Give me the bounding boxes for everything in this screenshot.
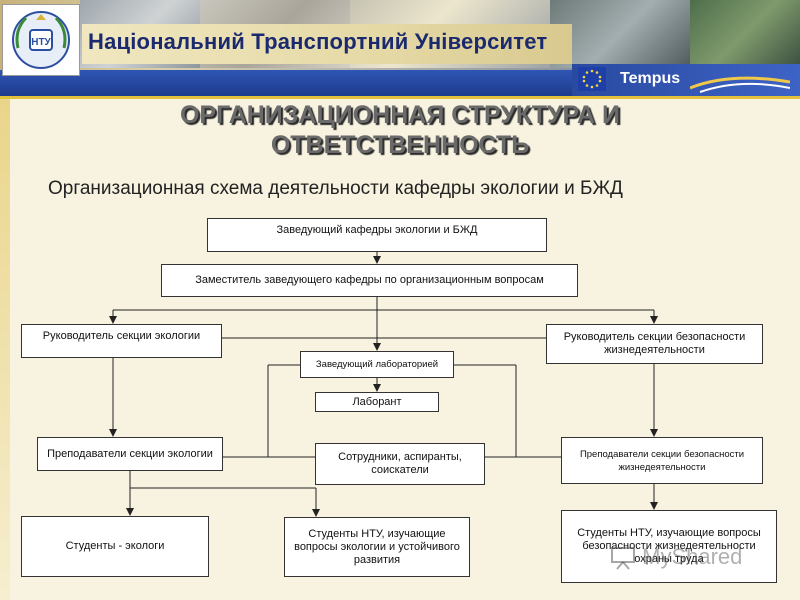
box-lab-head: Заведующий лабораторией	[300, 351, 454, 378]
watermark-text: MyShared	[642, 544, 743, 569]
box-students-ntu-ecology: Студенты НТУ, изучающие вопросы экологии…	[284, 517, 470, 577]
slide-title: ОРГАНИЗАЦИОННАЯ СТРУКТУРА И ОТВЕТСТВЕННО…	[179, 101, 620, 159]
box-students-ecology: Студенты - экологи	[21, 516, 209, 577]
slide-subtitle: Организационная схема деятельности кафед…	[48, 178, 623, 199]
logo-emblem-icon: НТУ	[12, 11, 70, 69]
box-staff: Сотрудники, аспиранты, соискатели	[315, 443, 485, 485]
tempus-label: Tempus	[620, 70, 681, 87]
university-title: Національний Транспортний Університет	[88, 29, 548, 54]
box-ecology-section-lead: Руководитель секции экологии	[21, 324, 222, 358]
box-safety-teachers: Преподаватели секции безопасности жизнед…	[561, 437, 763, 484]
eu-flag-icon	[578, 67, 606, 91]
tempus-swoosh-icon	[690, 76, 790, 93]
logo-text: НТУ	[31, 37, 51, 48]
box-ecology-teachers: Преподаватели секции экологии	[37, 437, 223, 471]
box-department-head: Заведующий кафедры экологии и БЖД	[207, 218, 547, 252]
banner-photo-bus	[550, 0, 690, 68]
university-logo: НТУ	[2, 4, 80, 76]
header-banner	[0, 0, 800, 98]
watermark: MyShared	[610, 544, 742, 570]
header-divider	[0, 96, 800, 99]
box-safety-section-lead: Руководитель секции безопасности жизнеде…	[546, 324, 763, 364]
box-lab-assistant: Лаборант	[315, 392, 439, 412]
box-deputy-head: Заместитель заведующего кафедры по орган…	[161, 264, 578, 297]
left-decorative-bar	[0, 99, 10, 600]
presentation-board-icon	[611, 547, 635, 570]
university-name-strip	[82, 24, 572, 64]
box-students-ntu-safety: Студенты НТУ, изучающие вопросы безопасн…	[561, 510, 777, 583]
banner-photo-train	[690, 0, 800, 68]
